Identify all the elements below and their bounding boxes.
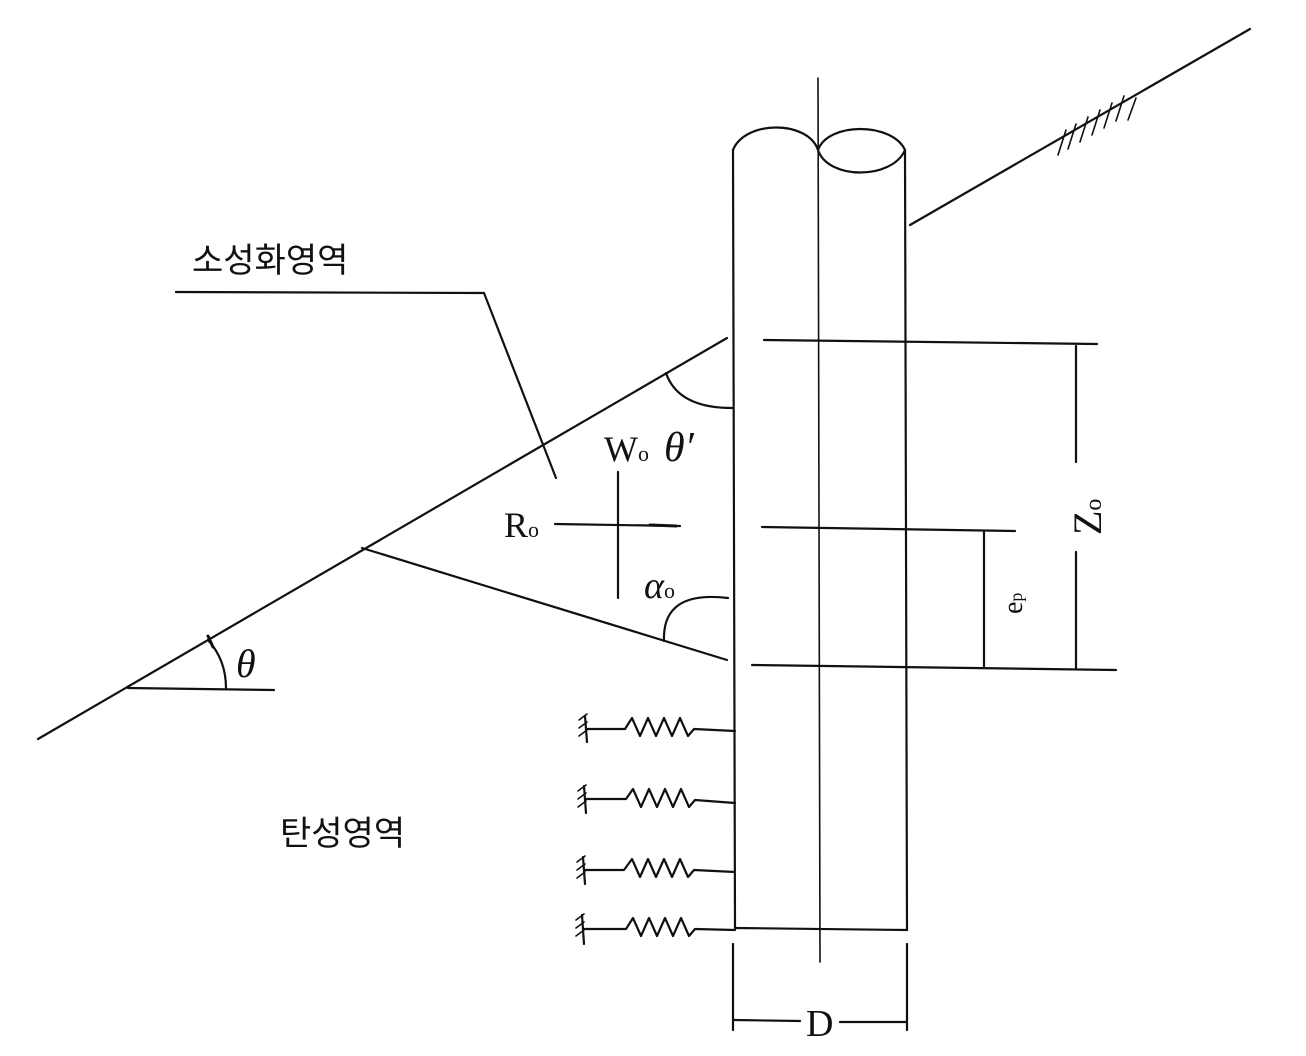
r-label: Ro bbox=[504, 505, 539, 545]
theta-label: θ bbox=[236, 641, 256, 686]
pile-bottom-edge bbox=[733, 926, 909, 932]
theta-arc-tick bbox=[206, 634, 215, 649]
spring-2 bbox=[577, 784, 737, 815]
failure-plane-line bbox=[360, 546, 729, 662]
spring-1 bbox=[578, 713, 737, 744]
theta-arc bbox=[206, 638, 228, 690]
r-force-arrow-head bbox=[648, 523, 678, 528]
pile-center-line bbox=[817, 77, 821, 963]
spring-3 bbox=[576, 855, 737, 886]
pile-top-cut bbox=[731, 126, 907, 174]
plastic-zone-leader bbox=[174, 290, 558, 480]
pile-right-edge bbox=[903, 148, 909, 932]
plastic-zone-label: 소성화영역 bbox=[192, 241, 348, 281]
horizontal-reference-line bbox=[126, 686, 276, 692]
theta-prime-label: θ′ bbox=[664, 425, 695, 471]
ext-line-bottom bbox=[750, 663, 1118, 672]
ext-line-middle bbox=[760, 525, 1017, 533]
slope-line-right bbox=[908, 27, 1252, 227]
slope-line-left bbox=[36, 336, 729, 741]
alpha-arc bbox=[662, 595, 730, 643]
z-label: Zo bbox=[1065, 499, 1110, 535]
spring-4 bbox=[575, 913, 737, 946]
ground-hatching bbox=[1057, 95, 1137, 156]
ext-line-top bbox=[762, 338, 1099, 346]
d-dimension-left bbox=[731, 1018, 802, 1023]
elastic-zone-label: 탄성영역 bbox=[280, 814, 405, 854]
w-label: Wo bbox=[604, 429, 649, 469]
ep-label: ep bbox=[998, 593, 1029, 614]
theta-prime-arc bbox=[664, 371, 734, 410]
d-label: D bbox=[806, 1003, 833, 1045]
pile-left-edge bbox=[731, 148, 737, 930]
alpha-label: αo bbox=[644, 565, 675, 607]
